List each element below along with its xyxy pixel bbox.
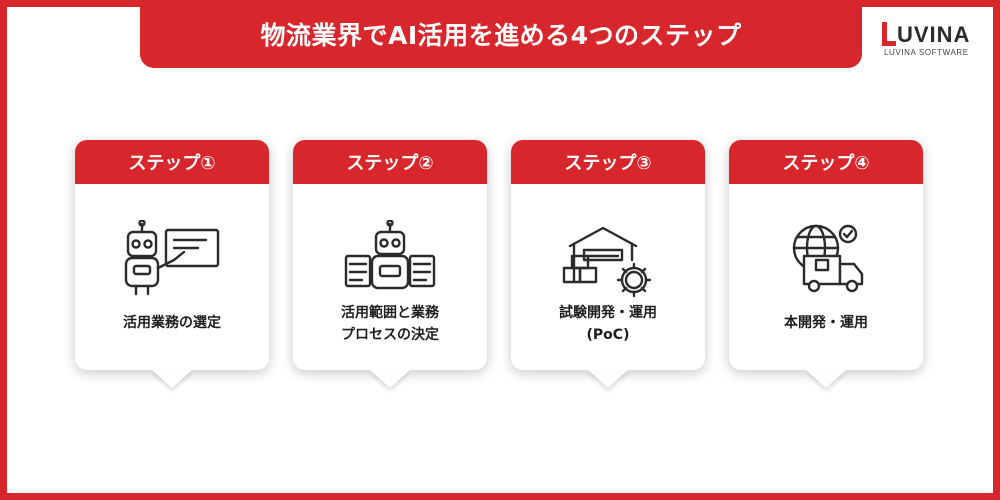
company-logo: UVINA LUVINA SOFTWARE — [882, 18, 982, 64]
step-label-line: (PoC) — [586, 327, 630, 343]
step-label-1: 活用業務の選定 — [75, 312, 269, 334]
step-label-line: 活用範囲と業務 — [341, 305, 439, 321]
step-card-4: ステップ④ 本開発・運用 — [729, 140, 923, 388]
logo-wordmark: UVINA — [882, 18, 982, 46]
logo-text: UVINA — [897, 22, 971, 47]
card-pointer — [370, 370, 410, 388]
step-card-1: ステップ① 活用業務の選定 — [75, 140, 269, 388]
step-card-2: ステップ② 活用範囲と業務 プロセスの決定 — [293, 140, 487, 388]
robot-presentation-icon — [124, 220, 220, 296]
step-label-line: プロセスの決定 — [341, 327, 439, 343]
step-card-3: ステップ③ 試験開発・運用 (PoC) — [511, 140, 705, 388]
step-title-4: ステップ④ — [782, 153, 870, 174]
step-label-4: 本開発・運用 — [729, 312, 923, 334]
step-label-line: 本開発・運用 — [784, 315, 868, 331]
step-label-2: 活用範囲と業務 プロセスの決定 — [293, 302, 487, 346]
logo-l-mark — [882, 22, 896, 46]
step-header-1: ステップ① — [75, 140, 269, 184]
page-title: 物流業界でAI活用を進める4つのステップ — [260, 21, 742, 50]
card-pointer — [588, 370, 628, 388]
delivery-truck-globe-icon — [792, 224, 864, 293]
step-header-3: ステップ③ — [511, 140, 705, 184]
step-title-3: ステップ③ — [564, 153, 652, 174]
robot-documents-icon — [344, 220, 436, 290]
title-banner: 物流業界でAI活用を進める4つのステップ — [140, 0, 862, 68]
step-label-line: 活用業務の選定 — [123, 315, 221, 331]
step-label-3: 試験開発・運用 (PoC) — [511, 302, 705, 346]
step-label-line: 試験開発・運用 — [559, 305, 657, 321]
logo-tagline: LUVINA SOFTWARE — [884, 48, 969, 57]
step-header-2: ステップ② — [293, 140, 487, 184]
card-pointer — [806, 370, 846, 388]
step-title-1: ステップ① — [128, 153, 216, 174]
warehouse-gear-icon — [562, 226, 652, 298]
step-title-2: ステップ② — [346, 153, 434, 174]
card-pointer — [152, 370, 192, 388]
step-header-4: ステップ④ — [729, 140, 923, 184]
